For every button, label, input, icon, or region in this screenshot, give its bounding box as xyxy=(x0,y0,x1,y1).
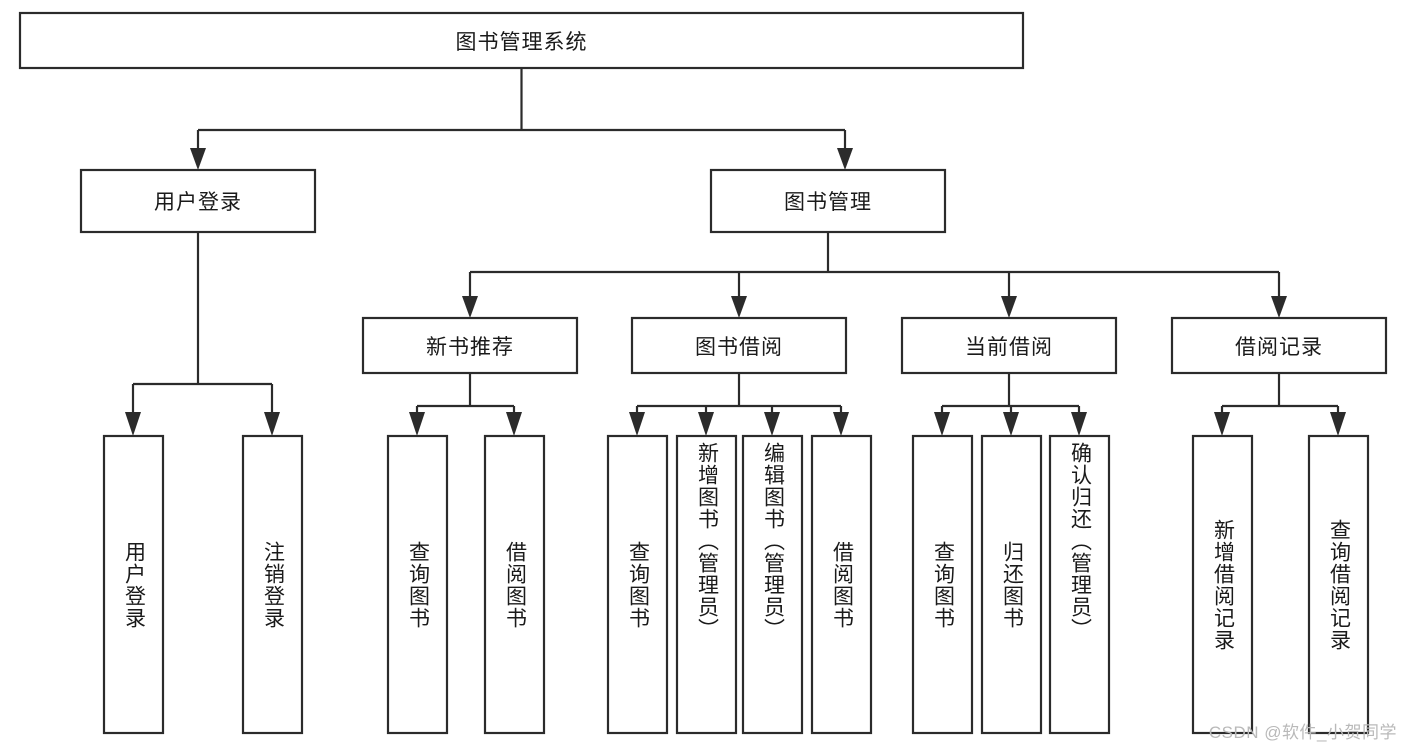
node-user-login[interactable] xyxy=(79,168,317,234)
node-leaf-query-book-2[interactable] xyxy=(606,434,669,735)
connector-bookmanage-to-level3 xyxy=(462,232,1287,318)
node-leaf-confirm-return[interactable] xyxy=(1048,434,1111,735)
node-leaf-add-book[interactable] xyxy=(675,434,738,735)
node-new-book-recommend-hitbox[interactable] xyxy=(363,318,577,373)
node-root-hitbox[interactable] xyxy=(20,13,1023,68)
connector-userlogin-to-leaves xyxy=(125,232,280,436)
node-leaf-query-book-1[interactable] xyxy=(386,434,449,735)
node-borrow-record[interactable] xyxy=(1170,316,1388,375)
connector-borrowrecord-to-leaves xyxy=(1214,373,1346,436)
connector-currentborrow-to-leaves xyxy=(934,373,1087,436)
node-root[interactable] xyxy=(18,11,1025,70)
node-book-manage-hitbox[interactable] xyxy=(711,170,945,232)
node-leaf-add-record[interactable] xyxy=(1191,434,1254,735)
node-user-login-hitbox[interactable] xyxy=(81,170,315,232)
node-leaf-borrow-book-1[interactable] xyxy=(483,434,546,735)
node-leaf-user-login[interactable] xyxy=(102,434,165,735)
node-book-manage[interactable] xyxy=(709,168,947,234)
node-leaf-return-book[interactable] xyxy=(980,434,1043,735)
node-current-borrow[interactable] xyxy=(900,316,1118,375)
connector-newbook-to-leaves xyxy=(409,373,522,436)
node-leaf-query-book-3[interactable] xyxy=(911,434,974,735)
connector-root-to-level2 xyxy=(190,68,853,170)
node-leaf-query-record[interactable] xyxy=(1307,434,1370,735)
connector-bookborrow-to-leaves xyxy=(629,373,849,436)
node-current-borrow-hitbox[interactable] xyxy=(902,318,1116,373)
node-book-borrow-hitbox[interactable] xyxy=(632,318,846,373)
node-book-borrow[interactable] xyxy=(630,316,848,375)
node-leaf-edit-book[interactable] xyxy=(741,434,804,735)
node-leaf-borrow-book-2[interactable] xyxy=(810,434,873,735)
node-borrow-record-hitbox[interactable] xyxy=(1172,318,1386,373)
node-leaf-user-logout[interactable] xyxy=(241,434,304,735)
node-new-book-recommend[interactable] xyxy=(361,316,579,375)
